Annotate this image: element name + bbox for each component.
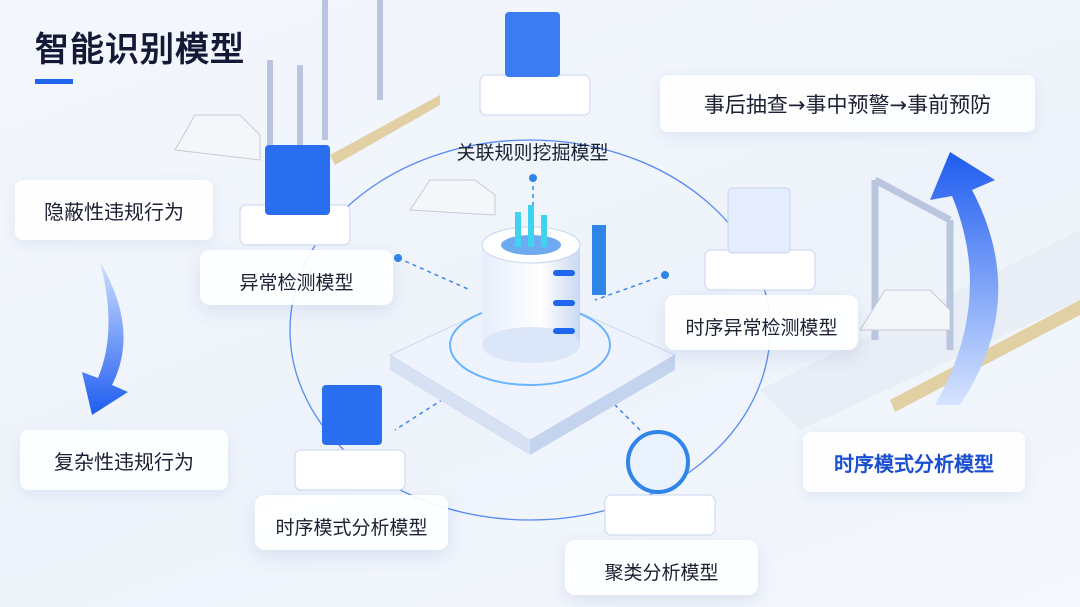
arrow-up-icon <box>930 152 999 405</box>
node-anomaly-detection: 异常检测模型 <box>200 250 393 305</box>
flow-label: 事后抽查→事中预警→事前预防 <box>660 75 1035 132</box>
database-server-icon <box>388 205 677 455</box>
node-ts-anomaly-detection: 时序异常检测模型 <box>665 295 858 350</box>
car-icon <box>174 114 951 331</box>
arrow-down-icon <box>82 262 128 415</box>
page-title: 智能识别模型 <box>35 30 245 70</box>
title-underline <box>35 79 73 84</box>
toll-gate-left <box>267 0 383 150</box>
label-complex-violation: 复杂性违规行为 <box>20 430 228 490</box>
label-hidden-violation: 隐蔽性违规行为 <box>15 180 213 240</box>
node-ts-pattern-analysis: 时序模式分析模型 <box>255 495 448 550</box>
node-association-rule: 关联规则挖掘模型 <box>456 142 609 164</box>
node-cluster-analysis: 聚类分析模型 <box>565 540 758 595</box>
server-device-icons <box>239 12 816 536</box>
label-ts-pattern-highlight: 时序模式分析模型 <box>803 432 1025 492</box>
